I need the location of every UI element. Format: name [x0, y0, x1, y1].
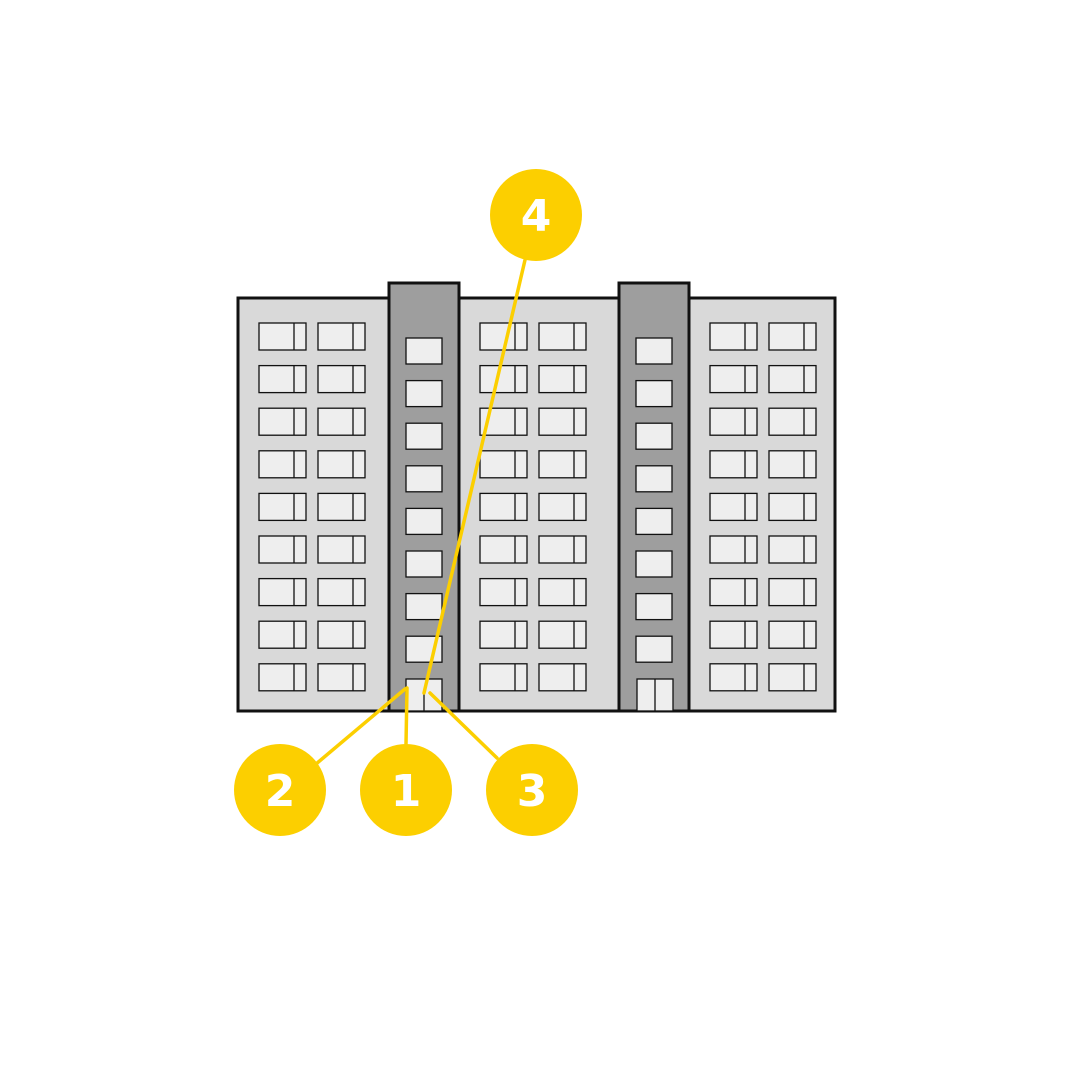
window: [768, 450, 817, 479]
window: [258, 535, 307, 564]
marker-1-circle: [360, 744, 452, 836]
window: [538, 663, 587, 692]
window: [317, 407, 366, 436]
window: [317, 535, 366, 564]
window: [538, 407, 587, 436]
stair-window: [635, 422, 673, 450]
stair-window: [635, 379, 673, 408]
window: [768, 663, 817, 692]
window: [709, 450, 758, 479]
stair-window: [635, 635, 673, 663]
stair-window: [635, 592, 673, 621]
window: [258, 492, 307, 522]
window: [317, 577, 366, 607]
window: [258, 407, 307, 436]
window: [709, 663, 758, 692]
window: [317, 450, 366, 479]
window: [709, 577, 758, 607]
window: [479, 535, 528, 564]
window: [768, 364, 817, 394]
marker-3-label: 3: [517, 766, 548, 817]
marker-4-circle: [490, 169, 582, 261]
marker-2-label: 2: [265, 766, 296, 817]
window: [709, 322, 758, 351]
window: [768, 620, 817, 649]
window: [709, 535, 758, 564]
window: [768, 535, 817, 564]
leader-line-4: [422, 258, 527, 695]
window: [258, 620, 307, 649]
window: [709, 492, 758, 522]
stair-window: [635, 465, 673, 493]
window: [479, 663, 528, 692]
window: [538, 620, 587, 649]
window: [538, 577, 587, 607]
window: [258, 663, 307, 692]
window: [258, 577, 307, 607]
stair-window: [405, 507, 443, 536]
leader-line-1: [404, 686, 409, 746]
window: [317, 364, 366, 394]
marker-2-circle: [234, 744, 326, 836]
stair-window: [635, 337, 673, 365]
window: [538, 535, 587, 564]
window: [538, 450, 587, 479]
marker-4[interactable]: 4: [490, 169, 582, 261]
stair-window: [405, 592, 443, 621]
marker-1-label: 1: [391, 766, 422, 817]
marker-2[interactable]: 2: [234, 744, 326, 836]
leader-line-3: [428, 691, 499, 760]
marker-1[interactable]: 1: [360, 744, 452, 836]
window: [317, 492, 366, 522]
window: [479, 620, 528, 649]
stair-window: [405, 422, 443, 450]
marker-3-circle: [486, 744, 578, 836]
window: [258, 322, 307, 351]
callout-leader-lines: [314, 258, 527, 766]
window: [258, 364, 307, 394]
window: [538, 364, 587, 394]
window: [479, 364, 528, 394]
stair-window: [405, 379, 443, 408]
stair-window: [635, 507, 673, 536]
window: [317, 663, 366, 692]
apartment-building: [236, 281, 837, 713]
window: [768, 577, 817, 607]
window: [709, 364, 758, 394]
leader-line-2: [314, 687, 407, 766]
marker-3[interactable]: 3: [486, 744, 578, 836]
stair-window: [405, 550, 443, 578]
stair-window: [405, 465, 443, 493]
window: [768, 492, 817, 522]
window: [709, 407, 758, 436]
window: [538, 492, 587, 522]
window: [709, 620, 758, 649]
window: [317, 620, 366, 649]
window: [768, 407, 817, 436]
window: [317, 322, 366, 351]
marker-4-label: 4: [521, 191, 552, 242]
window: [479, 450, 528, 479]
window: [768, 322, 817, 351]
window: [479, 577, 528, 607]
stair-window: [405, 337, 443, 365]
window: [258, 450, 307, 479]
window: [479, 492, 528, 522]
stair-window: [635, 550, 673, 578]
window: [538, 322, 587, 351]
